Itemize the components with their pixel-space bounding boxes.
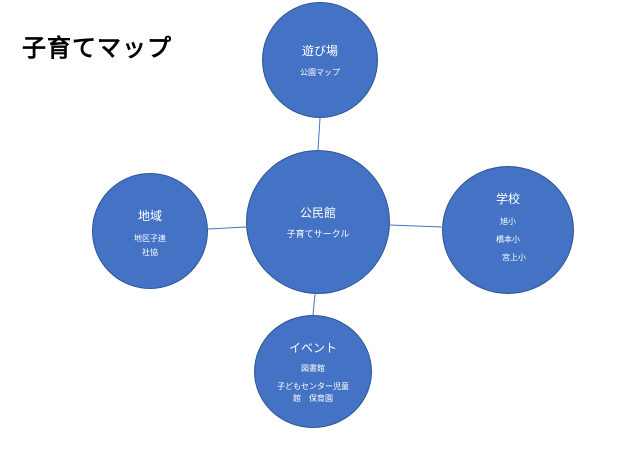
node-item: 地区子連	[134, 234, 166, 243]
node-item: 図書館	[301, 364, 325, 373]
node-item: 宮上小	[502, 253, 526, 262]
node-title: 公民館	[299, 206, 336, 220]
node-title: 地域	[137, 209, 162, 223]
node-title: 遊び場	[301, 44, 338, 58]
node-item: 旭小	[500, 217, 516, 226]
node-item: 公園マップ	[300, 68, 340, 77]
connector-center-play	[317, 117, 321, 151]
node-title: 学校	[495, 192, 520, 206]
page-title: 子育てマップ	[22, 34, 172, 62]
node-item: 橋本小	[496, 235, 520, 244]
node-community-center[interactable]: 公民館 子育てサークル	[246, 150, 390, 294]
node-play-area[interactable]: 遊び場 公園マップ	[262, 2, 378, 118]
node-item: 社協	[142, 248, 158, 257]
node-title: イベント	[288, 341, 337, 355]
node-event[interactable]: イベント 図書館 子どもセンター児童 館 保育園	[254, 315, 372, 428]
connector-center-school	[389, 224, 443, 228]
node-item: 子育てサークル	[286, 230, 350, 240]
connector-center-event	[312, 293, 316, 316]
node-region[interactable]: 地域 地区子連 社協	[92, 173, 208, 289]
node-item: 館 保育園	[293, 394, 333, 403]
node-item: 子どもセンター児童	[277, 382, 349, 391]
node-school[interactable]: 学校 旭小 橋本小 宮上小	[442, 166, 574, 294]
connector-center-region	[207, 226, 247, 230]
